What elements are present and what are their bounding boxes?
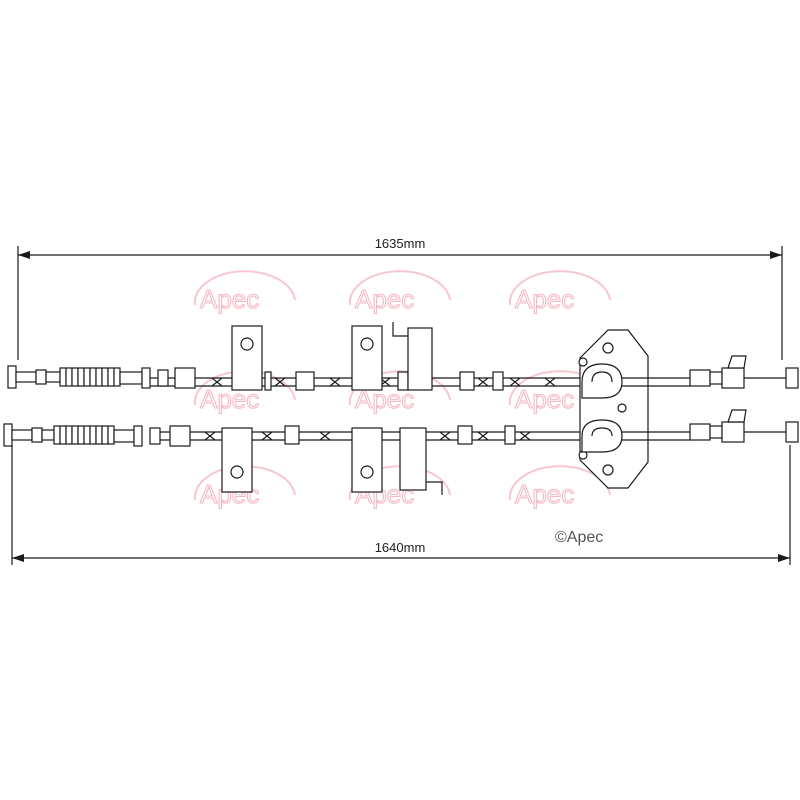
- watermark-text: Apec: [515, 384, 574, 414]
- bottom-dimension: 1640mm: [11, 445, 791, 565]
- bottom-length-label: 1640mm: [375, 540, 426, 555]
- bottom-right-end-fitting: [622, 409, 799, 443]
- watermark-6: Apec: [508, 370, 611, 415]
- watermark-text: Apec: [355, 284, 414, 314]
- bottom-clip-bracket: [399, 427, 443, 495]
- watermark-3: Apec: [508, 270, 611, 315]
- equaliser-plate: [578, 329, 649, 489]
- top-clip-bracket: [392, 322, 433, 391]
- bottom-cable: [3, 423, 580, 495]
- copyright-label: ©Apec: [555, 529, 603, 546]
- bottom-bellows-boot: [53, 425, 115, 445]
- watermark-5: Apec: [348, 370, 451, 415]
- top-dimension: 1635mm: [17, 236, 783, 360]
- top-mount-bracket-2: [351, 325, 383, 391]
- top-mount-bracket-1: [231, 325, 263, 391]
- watermark-1: Apec: [193, 270, 296, 315]
- top-cable: [7, 322, 580, 391]
- watermark-text: Apec: [515, 479, 574, 509]
- bottom-mount-bracket-2: [351, 427, 383, 493]
- watermark-text: Apec: [515, 284, 574, 314]
- top-bellows-boot: [59, 367, 121, 387]
- watermark-9: Apec: [508, 465, 611, 510]
- top-length-label: 1635mm: [375, 236, 426, 251]
- watermark-2: Apec: [348, 270, 451, 315]
- bottom-mount-bracket-1: [221, 427, 253, 493]
- watermark-text: Apec: [200, 284, 259, 314]
- top-right-end-fitting: [622, 355, 799, 389]
